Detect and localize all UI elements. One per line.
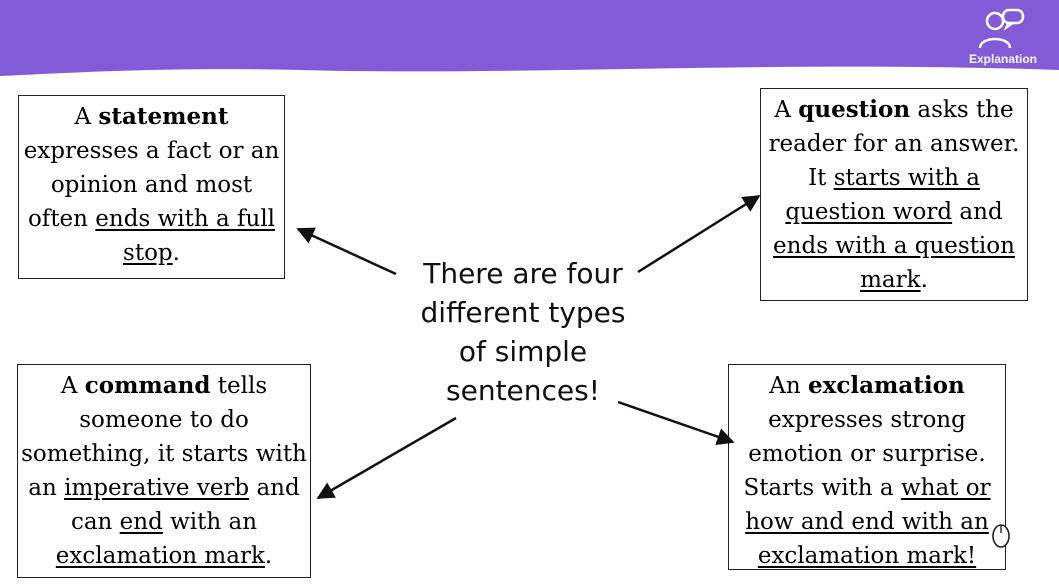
command-text: . — [264, 543, 273, 569]
question-box: A question asks the reader for an answer… — [760, 88, 1028, 301]
question-text: asks the reader for an answer. It — [768, 97, 1020, 191]
question-term: question — [798, 96, 911, 123]
exclamation-text: expresses strong emotion or surprise. St… — [743, 407, 986, 501]
center-heading: There are four different types of simple… — [392, 254, 654, 410]
exclamation-underlined: what or how and end with an exclamation … — [745, 475, 991, 569]
command-underlined: end — [119, 509, 163, 535]
command-underlined: imperative verb — [64, 475, 250, 501]
statement-underlined: ends with a full stop — [95, 206, 276, 266]
center-heading-line: There are four — [423, 257, 623, 290]
center-heading-line: sentences! — [446, 374, 600, 407]
exclamation-text: An — [769, 373, 809, 399]
question-text: . — [920, 267, 928, 293]
arrow-to-command — [316, 416, 457, 500]
command-box: A command tells someone to do something,… — [17, 364, 311, 578]
command-text: A — [60, 373, 85, 399]
exclamation-term: exclamation — [808, 372, 965, 399]
arrow-to-statement — [296, 227, 397, 276]
command-text: and can — [70, 475, 300, 535]
statement-box: A statement expresses a fact or an opini… — [18, 95, 285, 279]
command-text: tells someone to do something, it starts… — [21, 373, 307, 501]
question-text: and — [952, 199, 1003, 225]
question-underlined: starts with a question word — [785, 165, 980, 225]
statement-text: expresses a fact or an opinion and most … — [23, 138, 280, 232]
question-underlined: ends with a question mark — [773, 233, 1015, 293]
statement-term: statement — [98, 103, 229, 130]
question-text: A — [774, 97, 799, 123]
badge-label: Explanation — [968, 52, 1037, 66]
center-heading-line: different types — [420, 296, 626, 329]
arrow-to-question — [637, 194, 761, 274]
command-term: command — [84, 372, 211, 399]
statement-text: A — [74, 104, 99, 130]
discussion-people-icon — [978, 8, 1025, 49]
header-banner — [0, 0, 1059, 76]
explanation-badge: Explanation — [955, 6, 1051, 70]
center-heading-line: of simple — [458, 335, 588, 368]
statement-text: . — [172, 240, 180, 266]
exclamation-box: An exclamation expresses strong emotion … — [728, 364, 1006, 570]
command-text: with an — [162, 509, 258, 535]
command-underlined: exclamation mark — [55, 543, 265, 569]
